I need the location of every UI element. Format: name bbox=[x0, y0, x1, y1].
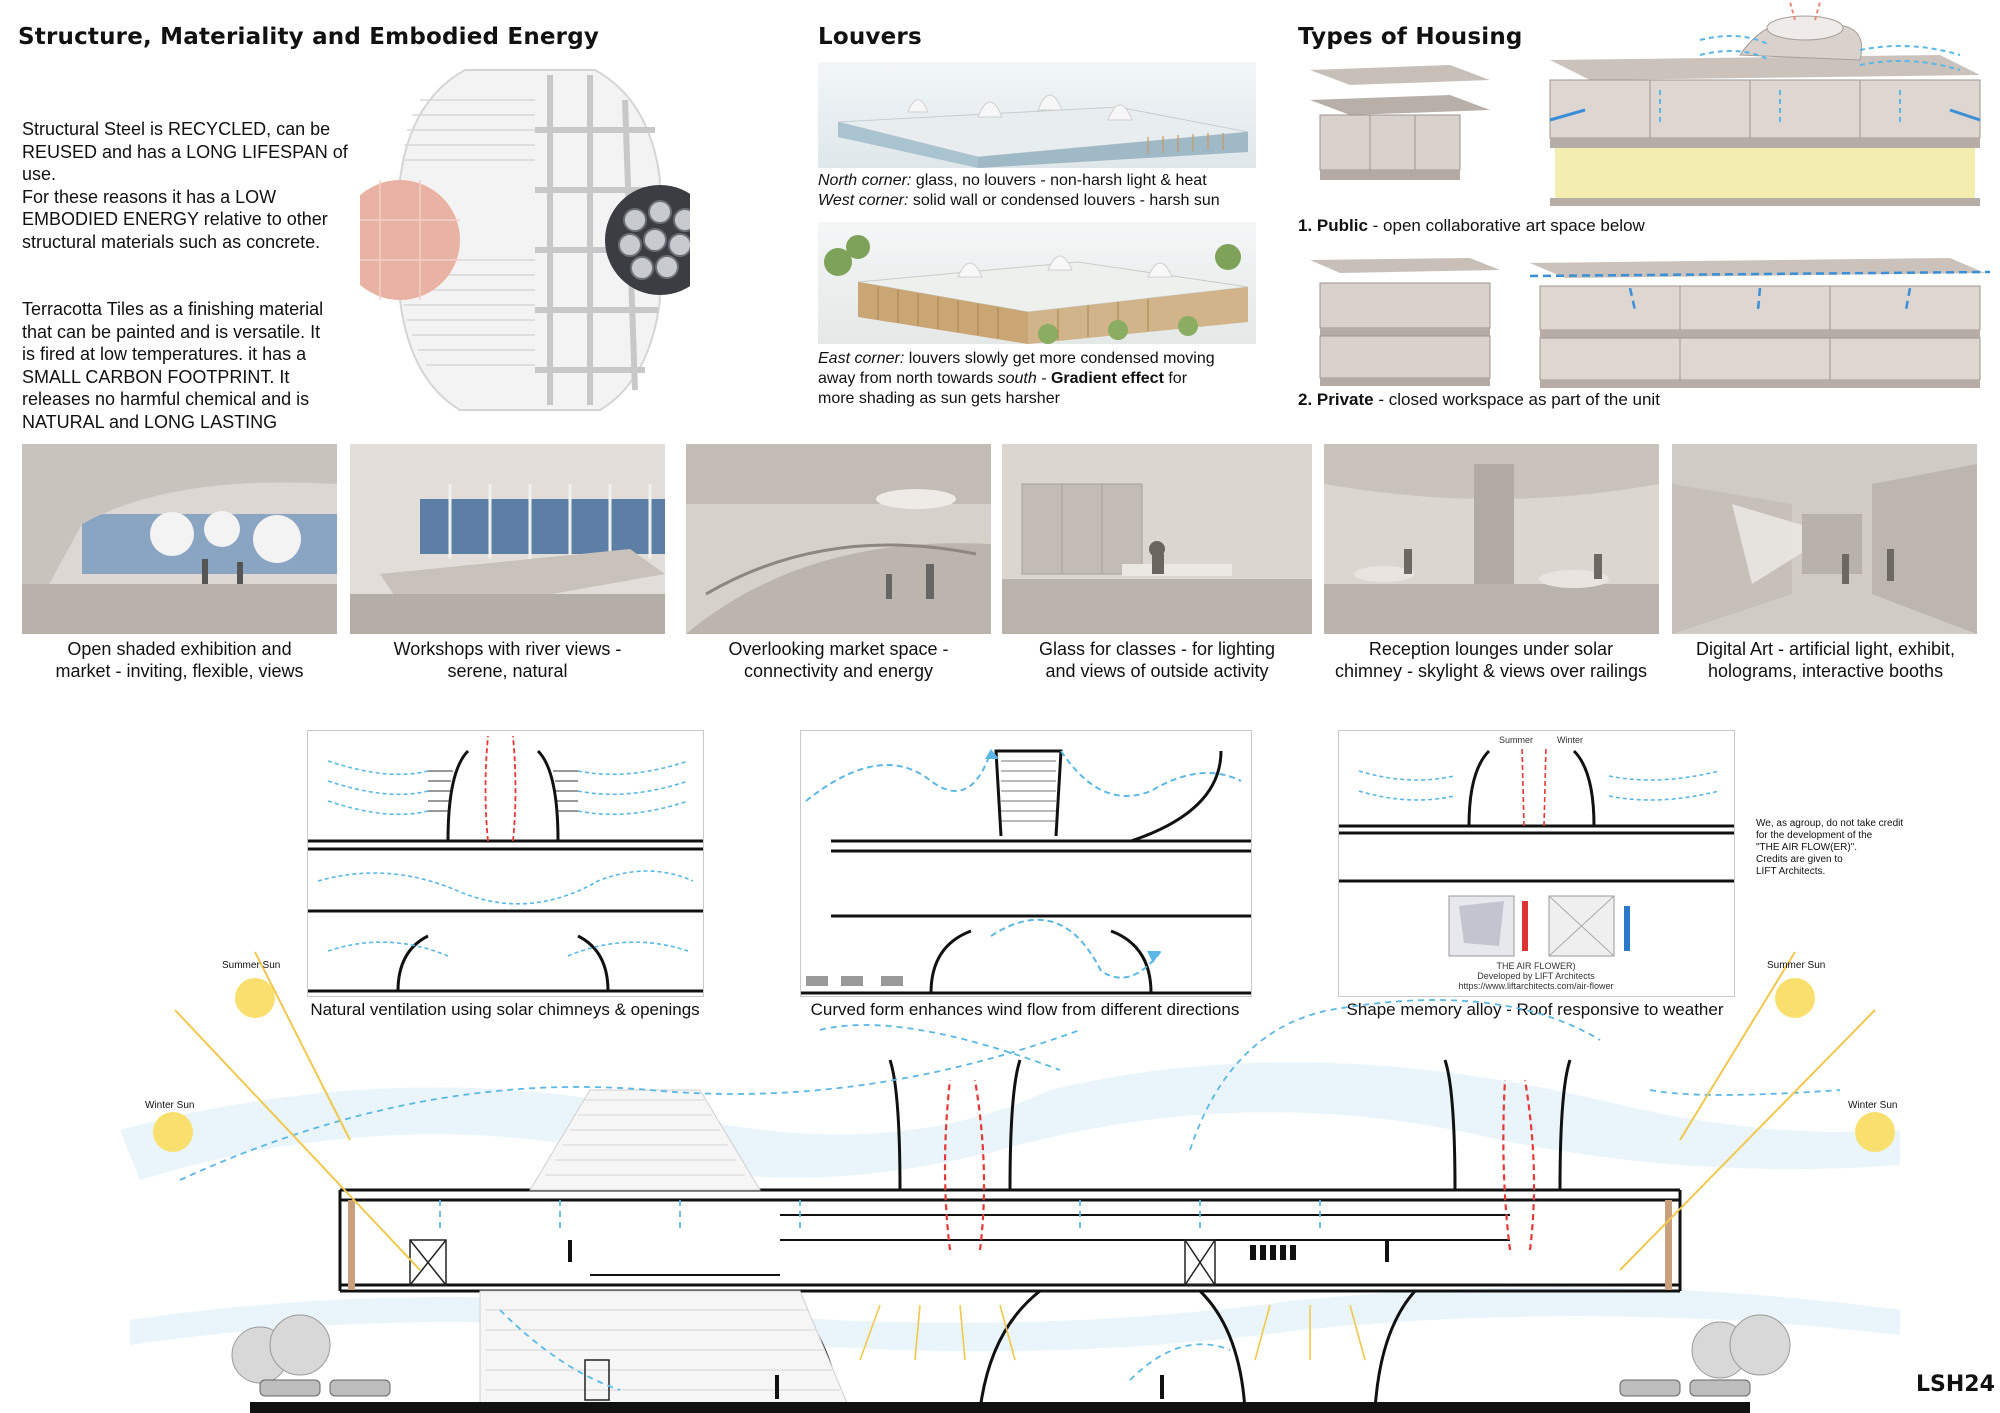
louvers-caption-north-west: North corner: glass, no louvers - non-ha… bbox=[818, 172, 1220, 209]
svg-text:THE AIR FLOWER): THE AIR FLOWER) bbox=[1496, 961, 1575, 971]
render-reception bbox=[1324, 444, 1659, 634]
winter-sun-right-icon bbox=[1855, 1112, 1895, 1152]
winter-sun-left-icon bbox=[153, 1112, 193, 1152]
structure-steel-text: Structural Steel is RECYCLED, can be REU… bbox=[22, 119, 348, 252]
render-caption-digital-art: Digital Art - artificial light, exhibit,… bbox=[1695, 639, 1956, 681]
summer-sun-left-label: Summer Sun bbox=[222, 960, 281, 971]
svg-text:Winter: Winter bbox=[1557, 735, 1583, 745]
housing-private-diagram bbox=[1310, 258, 1990, 388]
render-caption-workshops: Workshops with river views -serene, natu… bbox=[393, 639, 622, 681]
summer-sun-left-icon bbox=[235, 978, 275, 1018]
svg-text:https://www.liftarchitects.com: https://www.liftarchitects.com/air-flowe… bbox=[1458, 981, 1613, 991]
structure-terracotta-text: Terracotta Tiles as a finishing material… bbox=[22, 299, 324, 432]
summer-sun-right-icon bbox=[1775, 978, 1815, 1018]
louvers-title: Louvers bbox=[818, 24, 922, 50]
louvers-render-north bbox=[818, 62, 1256, 168]
diagram-shape-memory: Summer Winter THE AIR FLOWER) Developed … bbox=[1338, 730, 1735, 997]
housing-public-caption: 1. Public - open collaborative art space… bbox=[1298, 216, 1645, 235]
render-caption-market: Overlooking market space -connectivity a… bbox=[728, 639, 949, 681]
housing-public-diagram bbox=[1310, 1, 1981, 206]
svg-text:Summer: Summer bbox=[1499, 735, 1533, 745]
render-workshops bbox=[350, 444, 665, 634]
louvers-caption-east: East corner: louvers slowly get more con… bbox=[818, 350, 1215, 407]
diagram-caption-shape-memory: Shape memory alloy - Roof responsive to … bbox=[1346, 1000, 1724, 1019]
diagram-curved-form bbox=[800, 730, 1252, 997]
render-market bbox=[686, 444, 991, 634]
diagram-caption-curved: Curved form enhances wind flow from diff… bbox=[810, 1000, 1240, 1019]
winter-sun-left-label: Winter Sun bbox=[145, 1100, 195, 1111]
svg-text:Developed by LIFT Architects: Developed by LIFT Architects bbox=[1477, 971, 1595, 981]
structure-title: Structure, Materiality and Embodied Ener… bbox=[18, 24, 600, 50]
summer-sun-right-label: Summer Sun bbox=[1767, 960, 1826, 971]
render-classes bbox=[1002, 444, 1312, 634]
housing-private-caption: 2. Private - closed workspace as part of… bbox=[1298, 390, 1660, 409]
main-building-section bbox=[120, 951, 1900, 1413]
housing-title: Types of Housing bbox=[1298, 24, 1523, 50]
diagram-natural-ventilation bbox=[307, 730, 704, 997]
sheet-tag: LSH24 bbox=[1916, 1372, 1995, 1397]
render-digital-art bbox=[1672, 444, 1977, 634]
diagram-caption-ventilation: Natural ventilation using solar chimneys… bbox=[310, 1000, 700, 1019]
louvers-render-east bbox=[818, 222, 1256, 344]
structure-frame-illustration bbox=[360, 69, 690, 411]
winter-sun-right-label: Winter Sun bbox=[1848, 1100, 1898, 1111]
render-exhibition bbox=[22, 444, 337, 634]
